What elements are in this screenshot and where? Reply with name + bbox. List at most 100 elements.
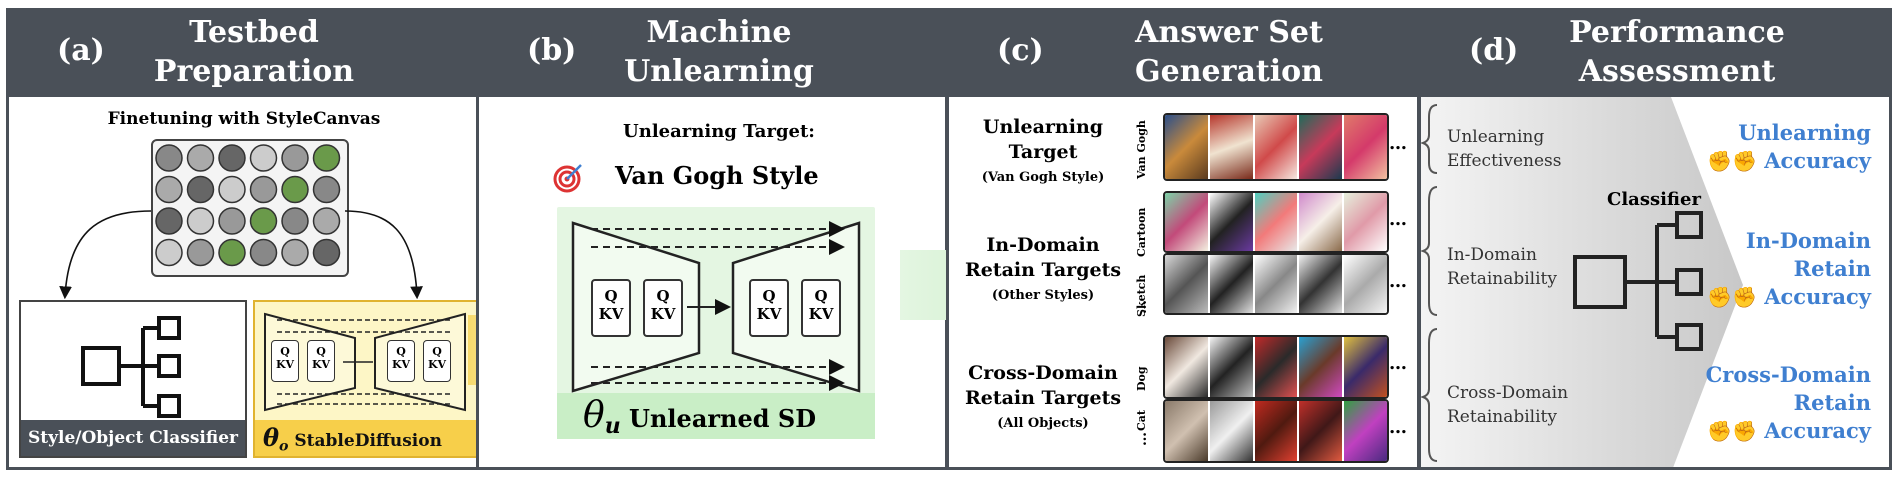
style-thumbnail <box>186 207 215 235</box>
style-thumbnail <box>281 238 309 267</box>
panel-performance-assessment: (d) Performance Assessment <box>1418 8 1892 470</box>
panel-c-title-line1: Answer Set <box>1135 15 1323 50</box>
panel-testbed-preparation: (a) Testbed Preparation Finetuning with … <box>6 8 480 470</box>
style-thumbnail <box>249 175 278 204</box>
style-thumbnail <box>312 238 341 267</box>
panel-a-header: (a) Testbed Preparation <box>9 11 477 97</box>
style-thumbnail <box>218 238 246 267</box>
panel-c-title: Answer Set Generation <box>1059 13 1399 91</box>
row-label-van-gogh: Van Gogh <box>1135 120 1148 179</box>
panel-b-title-line1: Machine <box>646 15 792 50</box>
panel-d-header: (d) Performance Assessment <box>1421 11 1889 97</box>
style-thumbnail <box>218 175 246 204</box>
panel-c-title-line2: Generation <box>1135 54 1323 89</box>
unlearning-target-label: Unlearning Target: <box>623 121 815 142</box>
finetune-label: Finetuning with StyleCanvas <box>107 109 381 129</box>
style-thumbnail <box>281 175 309 204</box>
handshake-icon: ✊✊ <box>1707 285 1757 309</box>
target-icon <box>553 164 582 193</box>
style-thumbnail <box>312 175 341 204</box>
panel-d-title-line2: Assessment <box>1578 54 1776 89</box>
style-object-classifier-box: Style/Object Classifier <box>19 300 247 458</box>
image-row-cat <box>1163 399 1389 463</box>
panel-machine-unlearning: (b) Machine Unlearning Unlearning Target… <box>476 8 948 470</box>
classifier-label: Classifier <box>1607 189 1701 210</box>
classifier-tree-icon <box>81 316 181 418</box>
sd-unet-diagram <box>264 312 466 412</box>
image-row-dog <box>1163 335 1389 399</box>
style-thumbnail <box>312 207 341 235</box>
style-thumbnail <box>155 238 183 267</box>
panel-b-letter: (b) <box>527 33 577 68</box>
row-label-dog: Dog <box>1135 366 1148 391</box>
unlearned-unet-diagram <box>571 221 861 393</box>
unlearning-target-name: Van Gogh Style <box>615 161 819 190</box>
style-thumbnail <box>281 144 309 172</box>
row-label-cartoon: Cartoon <box>1135 207 1148 257</box>
image-row-sketch <box>1163 253 1389 315</box>
cross-domain-retain-accuracy: Cross-Domain Retain ✊✊ Accuracy <box>1705 362 1871 443</box>
in-domain-retain-accuracy: In-Domain Retain ✊✊ Accuracy <box>1707 228 1871 309</box>
style-thumbnail <box>218 144 246 172</box>
arrow-to-classifier <box>59 210 152 300</box>
panel-d-title: Performance Assessment <box>1527 13 1827 91</box>
ellipsis: … <box>1389 133 1407 154</box>
panel-a-arrows <box>59 210 423 300</box>
classifier-icon <box>1573 211 1703 351</box>
panel-d-background <box>1421 97 1743 467</box>
style-thumbnail <box>249 144 278 172</box>
style-thumbnail <box>249 207 278 235</box>
style-thumbnail <box>281 207 309 235</box>
style-thumbnail <box>186 175 215 204</box>
ellipsis: … <box>1389 271 1407 292</box>
stylecanvas-thumbnails <box>155 144 341 267</box>
panel-b-header: (b) Machine Unlearning <box>479 11 945 97</box>
classifier-label: Style/Object Classifier <box>21 420 245 456</box>
vertical-dots: … <box>1134 300 1150 314</box>
ellipsis: … <box>1389 353 1407 374</box>
panel-c-letter: (c) <box>997 33 1044 68</box>
panel-d-letter: (d) <box>1469 33 1519 68</box>
panel-a-title: Testbed Preparation <box>129 13 379 91</box>
ellipsis: … <box>1389 417 1407 438</box>
arrow-to-sd <box>344 210 423 300</box>
row-label-cat: Cat <box>1135 410 1148 431</box>
panel-a-letter: (a) <box>57 33 105 68</box>
style-thumbnail <box>249 238 278 267</box>
unlearning-accuracy: Unlearning ✊✊ Accuracy <box>1707 120 1871 173</box>
style-thumbnail <box>312 144 341 172</box>
panel-d-title-line1: Performance <box>1569 15 1785 50</box>
panel-b-title-line2: Unlearning <box>624 54 814 89</box>
panel-c-header: (c) Answer Set Generation <box>949 11 1417 97</box>
panel-a-title-line1: Testbed <box>189 15 319 50</box>
unlearned-sd-label: θu Unlearned SD <box>557 393 875 439</box>
style-thumbnail <box>186 144 215 172</box>
panel-a-title-line2: Preparation <box>153 54 355 89</box>
ellipsis: … <box>1389 209 1407 230</box>
sd-label: θo StableDiffusion <box>255 420 477 456</box>
style-thumbnail <box>155 175 183 204</box>
style-thumbnail <box>218 207 246 235</box>
image-row-cartoon <box>1163 191 1389 253</box>
handshake-icon: ✊✊ <box>1707 419 1757 443</box>
style-thumbnail <box>155 144 183 172</box>
vertical-dots: … <box>1134 432 1150 446</box>
stylecanvas-grid <box>151 139 349 277</box>
